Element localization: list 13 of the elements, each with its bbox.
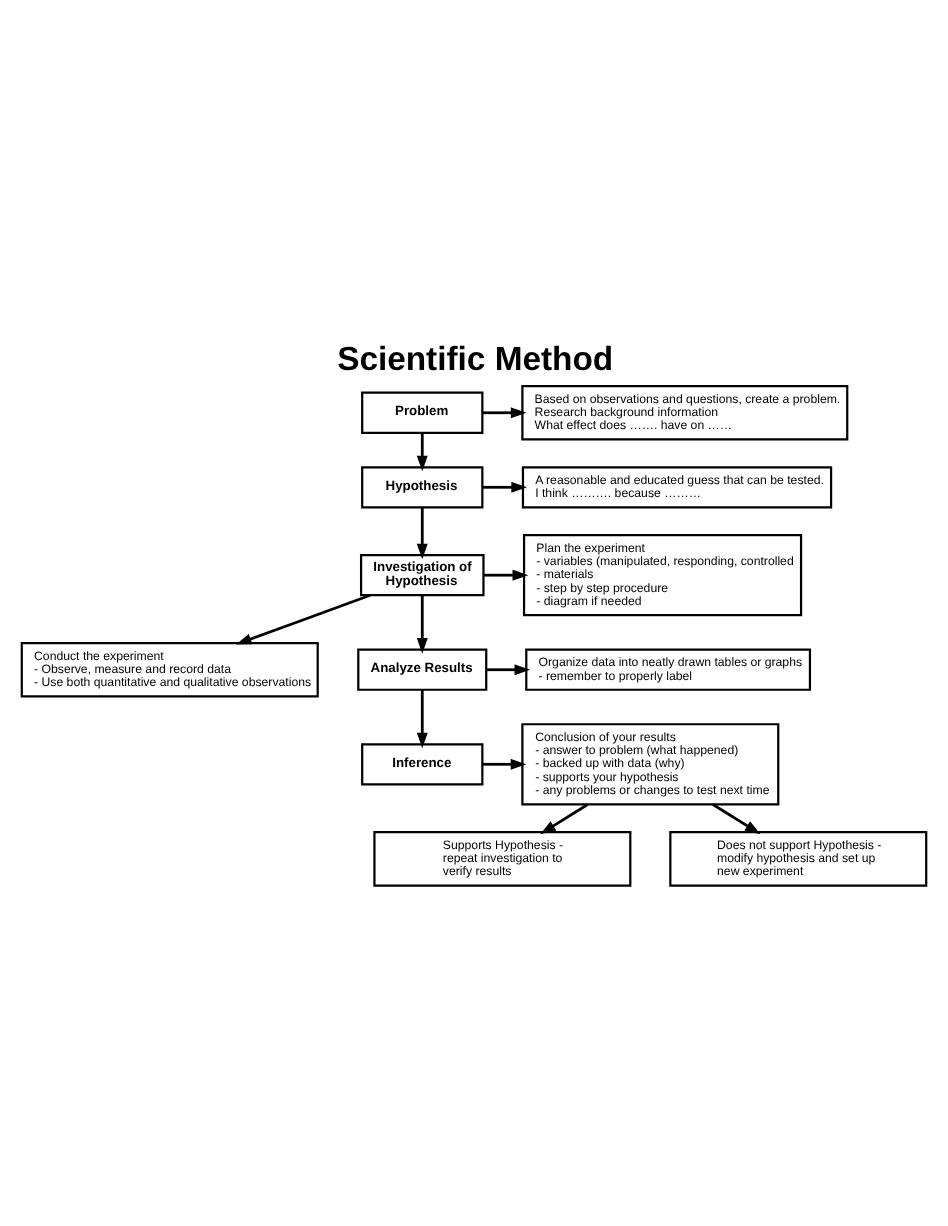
arrow: [486, 664, 531, 676]
arrow: [416, 432, 428, 472]
arrow: [712, 803, 761, 835]
arrow: [482, 758, 527, 770]
arrow: [416, 595, 428, 654]
diagram-title: Scientific Method: [337, 340, 614, 379]
arrow: [540, 803, 589, 835]
arrow: [483, 569, 529, 581]
arrow: [416, 690, 428, 749]
arrow: [235, 594, 371, 645]
arrow: [482, 407, 527, 419]
arrow: [482, 481, 527, 493]
arrow: [416, 507, 428, 560]
